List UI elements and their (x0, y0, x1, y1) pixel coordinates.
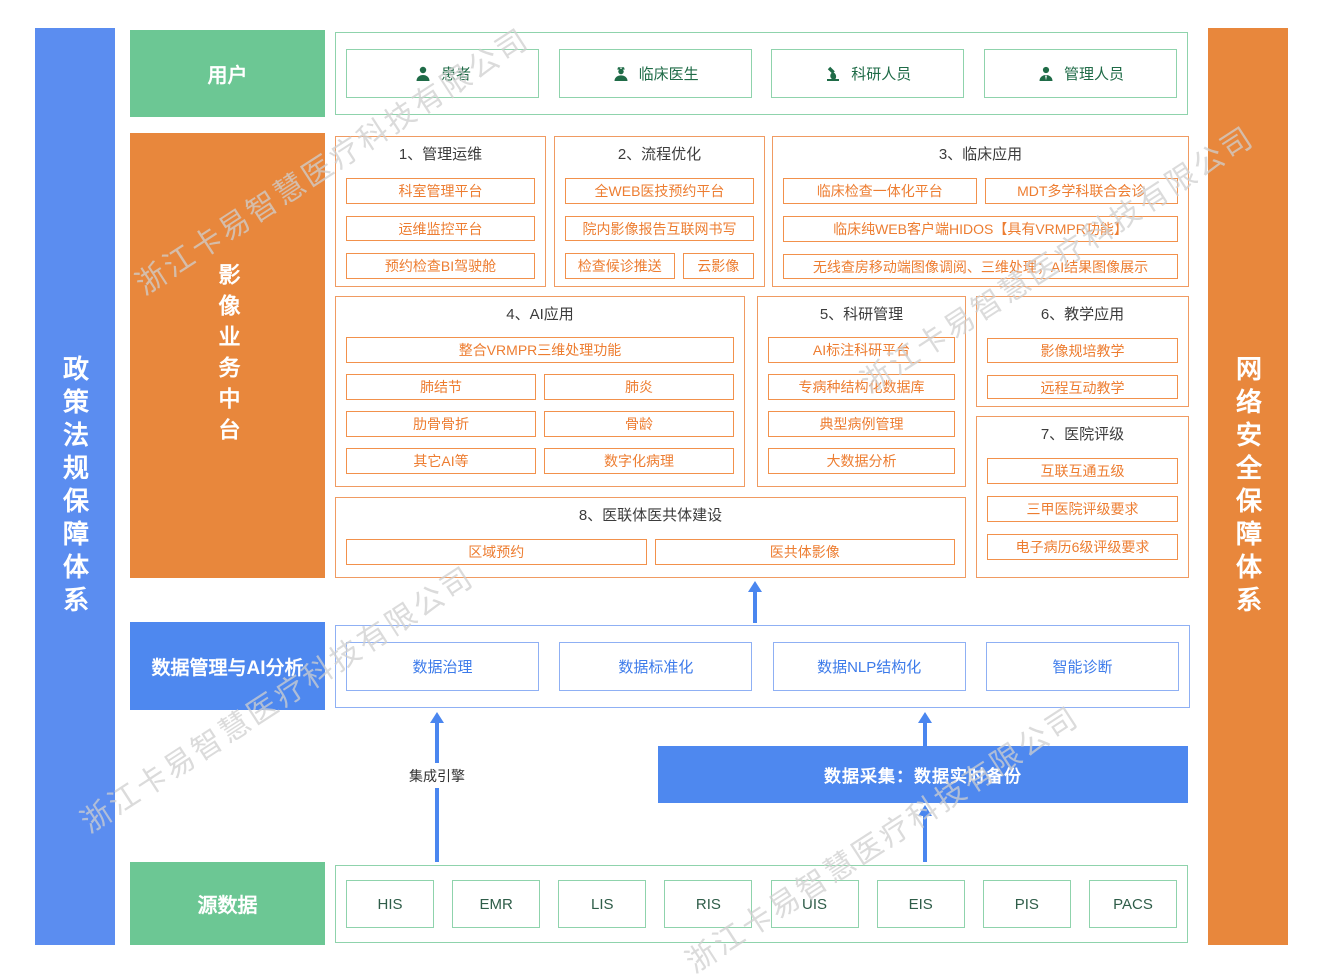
item-box: 全WEB医技预约平台 (565, 178, 754, 204)
source-box-ris: RIS (664, 880, 753, 928)
user-box-patient: 患者 (346, 49, 539, 98)
data-collection-bar: 数据采集：数据实时备份 (658, 746, 1188, 803)
users-row-label: 用户 (130, 30, 325, 117)
section-management-ops: 1、管理运维 科室管理平台 运维监控平台 预约检查BI驾驶舱 (335, 136, 546, 287)
network-security-label: 网络安全保障体系 (1232, 354, 1263, 619)
source-box-his: HIS (346, 880, 434, 928)
item-box: 影像规培教学 (987, 338, 1178, 363)
item-box: 医共体影像 (654, 539, 955, 565)
item-box: 三甲医院评级要求 (987, 496, 1178, 522)
item-row: 检查候诊推送 云影像 (565, 253, 754, 279)
source-box-emr: EMR (452, 880, 541, 928)
section-teaching-application: 6、教学应用 影像规培教学 远程互动教学 (976, 296, 1189, 407)
section-title: 5、科研管理 (819, 306, 904, 323)
section-medical-consortium: 8、医联体医共体建设 区域预约 医共体影像 (335, 497, 966, 578)
source-box-uis: UIS (770, 880, 859, 928)
item-box: 肋骨骨折 (346, 411, 536, 437)
policy-regulation-label: 政策法规保障体系 (59, 354, 90, 619)
item-box: 云影像 (682, 253, 754, 279)
source-box-pacs: PACS (1088, 880, 1177, 928)
item-box: 科室管理平台 (346, 178, 535, 204)
imaging-platform-label: 影像业务中台 (215, 262, 241, 449)
item-box: 整合VRMPR三维处理功能 (346, 337, 734, 363)
item-box: 临床纯WEB客户端HIDOS【具有VRMPR功能】 (783, 216, 1178, 242)
dm-item-box: 智能诊断 (985, 642, 1179, 691)
item-box: MDT多学科联合会诊 (984, 178, 1178, 204)
user-box-researcher: 科研人员 (771, 49, 965, 98)
researcher-icon (824, 65, 842, 83)
arrow-up-to-section8 (747, 581, 763, 623)
item-box: 典型病例管理 (768, 411, 955, 437)
item-box: 专病种结构化数据库 (768, 374, 955, 400)
arrow-integration-engine (429, 712, 445, 862)
section-title: 8、医联体医共体建设 (578, 507, 723, 524)
item-box: 远程互动教学 (987, 374, 1178, 399)
section-process-optimization: 2、流程优化 全WEB医技预约平台 院内影像报告互联网书写 检查候诊推送 云影像 (554, 136, 765, 287)
item-row: 区域预约 医共体影像 (346, 539, 955, 565)
item-row: 其它AI等 数字化病理 (346, 448, 734, 474)
admin-icon (1037, 65, 1055, 83)
section-research-management: 5、科研管理 AI标注科研平台 专病种结构化数据库 典型病例管理 大数据分析 (757, 296, 966, 487)
user-box-label: 管理人员 (1063, 66, 1124, 83)
arrow-source-to-collection (917, 805, 933, 862)
item-box: 肺炎 (544, 374, 734, 400)
source-data-container: HIS EMR LIS RIS UIS EIS PIS PACS (335, 865, 1188, 943)
item-box: AI标注科研平台 (768, 337, 955, 363)
user-box-admin: 管理人员 (983, 49, 1177, 98)
item-row: 肋骨骨折 骨龄 (346, 411, 734, 437)
patient-icon (414, 65, 432, 83)
item-box: 临床检查一体化平台 (783, 178, 977, 204)
item-box: 运维监控平台 (346, 215, 535, 242)
section-title: 4、AI应用 (506, 306, 574, 323)
network-security-sidebar: 网络安全保障体系 (1208, 28, 1288, 945)
section-hospital-rating: 7、医院评级 互联互通五级 三甲医院评级要求 电子病历6级评级要求 (976, 416, 1189, 578)
item-row: 临床检查一体化平台 MDT多学科联合会诊 (783, 178, 1178, 204)
data-mgmt-label: 数据管理与AI分析 (130, 622, 325, 710)
section-title: 2、流程优化 (617, 146, 702, 163)
dm-item-box: 数据NLP结构化 (772, 642, 966, 691)
users-container: 患者 临床医生 科研人员 管理人员 (335, 32, 1188, 115)
policy-regulation-sidebar: 政策法规保障体系 (35, 28, 115, 945)
item-box: 数字化病理 (544, 448, 734, 474)
section-title: 3、临床应用 (938, 146, 1023, 163)
user-box-label: 临床医生 (638, 66, 699, 83)
item-row: 肺结节 肺炎 (346, 374, 734, 400)
source-box-eis: EIS (876, 880, 965, 928)
user-box-label: 患者 (440, 66, 471, 83)
item-box: 院内影像报告互联网书写 (565, 215, 754, 241)
section-title: 6、教学应用 (1040, 306, 1125, 323)
data-mgmt-container: 数据治理 数据标准化 数据NLP结构化 智能诊断 (335, 625, 1190, 708)
item-box: 其它AI等 (346, 448, 536, 474)
item-box: 互联互通五级 (987, 458, 1178, 484)
section-ai-application: 4、AI应用 整合VRMPR三维处理功能 肺结节 肺炎 肋骨骨折 骨龄 其它AI… (335, 296, 745, 487)
item-box: 骨龄 (544, 411, 734, 437)
item-box: 大数据分析 (768, 448, 955, 474)
doctor-icon (612, 65, 630, 83)
arrow-collection-to-datamgmt (917, 712, 933, 746)
item-box: 肺结节 (346, 374, 536, 400)
item-box: 无线查房移动端图像调阅、三维处理；AI结果图像展示 (783, 253, 1178, 279)
item-box: 检查候诊推送 (565, 253, 675, 279)
imaging-platform-label-block: 影像业务中台 (130, 133, 325, 578)
source-data-label: 源数据 (130, 862, 325, 945)
item-box: 预约检查BI驾驶舱 (346, 253, 535, 280)
section-clinical-application: 3、临床应用 临床检查一体化平台 MDT多学科联合会诊 临床纯WEB客户端HID… (772, 136, 1189, 287)
dm-item-box: 数据治理 (346, 642, 539, 691)
integration-engine-label: 集成引擎 (401, 763, 473, 788)
source-box-lis: LIS (558, 880, 647, 928)
item-box: 区域预约 (346, 539, 647, 565)
item-box: 电子病历6级评级要求 (987, 534, 1178, 560)
dm-item-box: 数据标准化 (559, 642, 753, 691)
user-box-doctor: 临床医生 (558, 49, 752, 98)
user-box-label: 科研人员 (851, 66, 912, 83)
source-box-pis: PIS (982, 880, 1071, 928)
section-title: 7、医院评级 (1040, 426, 1125, 443)
section-title: 1、管理运维 (398, 146, 483, 163)
